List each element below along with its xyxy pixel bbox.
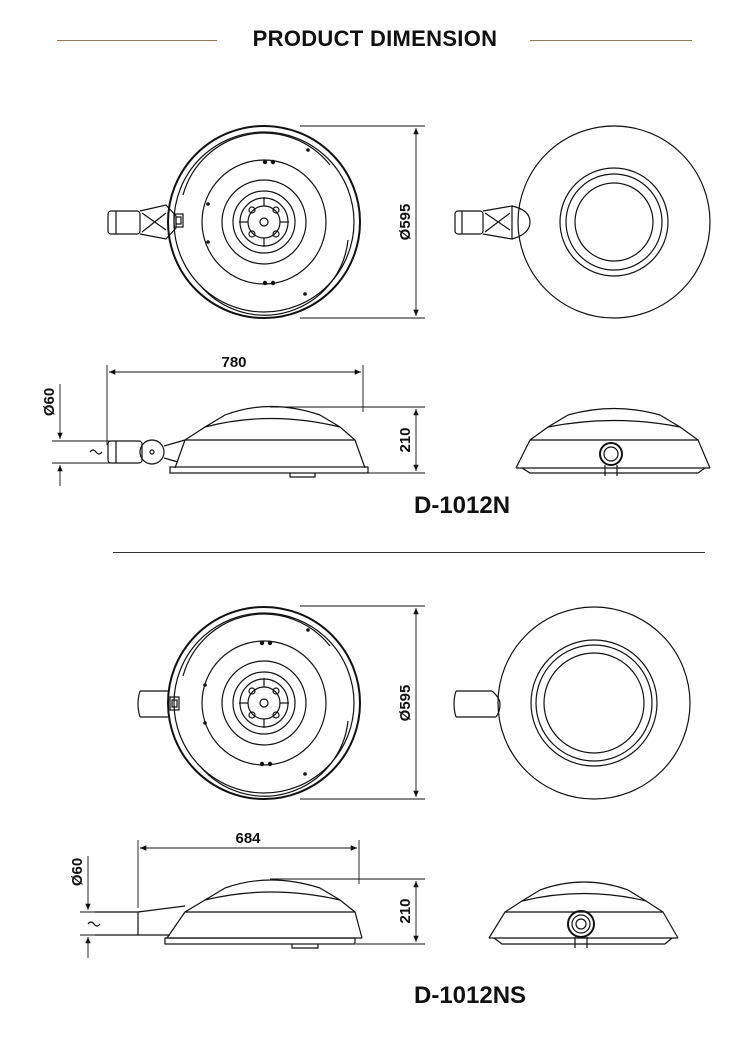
section-divider [113,552,705,553]
d1012n-length-label: 780 [221,354,246,371]
d1012ns-length-label: 684 [235,830,261,847]
d1012n-length-dimension [106,365,364,445]
d1012ns-front-view [488,881,679,948]
d1012n-side-view [89,405,369,478]
d1012ns-spigot-dimension [80,856,140,958]
d1012n-spigot-dimension [52,384,110,486]
d1012ns-top-view [137,606,361,800]
model-label-d1012ns: D-1012NS [414,982,527,1009]
d1012ns-spigot-label: Ø60 [69,858,86,886]
d1012n-spigot-label: Ø60 [41,388,58,416]
d1012n-top-view [107,125,361,319]
d1012n-diameter-dimension [300,125,425,319]
d1012ns-height-dimension [270,878,425,945]
d1012ns-height-label: 210 [397,898,414,923]
header-rule-left [57,40,217,41]
d1012ns-diameter-dimension [300,605,425,800]
page-title: PRODUCT DIMENSION [252,26,498,51]
d1012n-front-view [515,407,711,476]
d1012n-diameter-label: Ø595 [397,204,414,241]
d1012ns-side-view [87,879,363,949]
model-label-d1012n: D-1012N [414,492,511,519]
d1012ns-bottom-view [453,606,691,800]
d1012n-height-dimension [270,406,425,474]
page-header: PRODUCT DIMENSION [0,22,750,62]
d1012n-bottom-view [454,125,711,319]
d1012n-height-label: 210 [397,427,414,452]
header-rule-right [530,40,692,41]
d1012ns-length-dimension [137,840,360,908]
d1012ns-diameter-label: Ø595 [397,685,414,722]
